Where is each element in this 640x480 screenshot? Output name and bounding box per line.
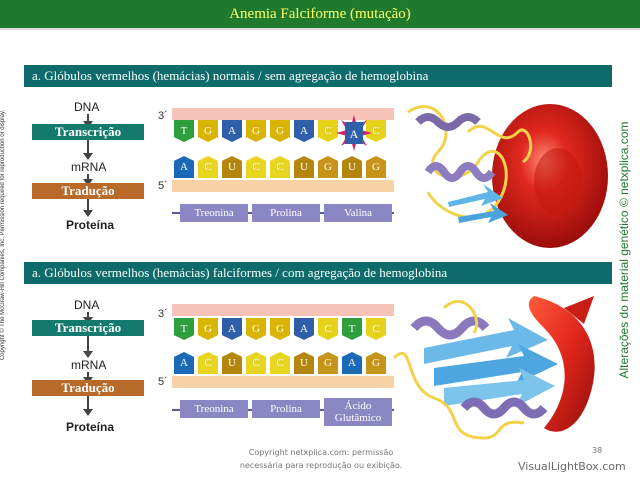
flow-arrow bbox=[83, 199, 93, 217]
dna-base: C bbox=[318, 318, 338, 340]
flow-arrow bbox=[83, 372, 93, 384]
mrna-base: U bbox=[294, 352, 314, 374]
five-prime-label: 5´ bbox=[158, 180, 168, 192]
left-copyright-text: Copyright © The McGraw-Hill Companies, I… bbox=[0, 109, 6, 361]
footer-copyright-line1: Copyright netxplica.com: permissão bbox=[248, 448, 394, 457]
dna-base: C bbox=[366, 318, 386, 340]
mrna-base: C bbox=[246, 156, 266, 178]
dna-base: G bbox=[198, 120, 218, 142]
mrna-backbone bbox=[172, 376, 394, 388]
amino-acid: Ácido Glutâmico bbox=[324, 398, 392, 426]
mutation-burst-icon: A bbox=[336, 115, 372, 151]
dna-base: C bbox=[318, 120, 338, 142]
mrna-base: G bbox=[318, 352, 338, 374]
footer-copyright-line2: necessária para reprodução ou exibição. bbox=[239, 461, 403, 470]
dna-backbone bbox=[172, 108, 394, 120]
left-copyright: Copyright © The McGraw-Hill Companies, I… bbox=[0, 80, 10, 390]
flow-transcription-box: Transcrição bbox=[32, 320, 144, 336]
five-prime-label: 5´ bbox=[158, 376, 168, 388]
title-divider bbox=[0, 28, 640, 30]
flow-dna-label: DNA bbox=[74, 298, 100, 312]
dna-base: A bbox=[222, 120, 242, 142]
mrna-base: C bbox=[270, 352, 290, 374]
mutation-base-letter: A bbox=[350, 127, 359, 141]
flow-arrow bbox=[83, 114, 93, 128]
flow-arrow bbox=[83, 312, 93, 324]
watermark: VisualLightBox.com bbox=[518, 460, 626, 473]
mrna-base: U bbox=[294, 156, 314, 178]
three-prime-label: 3´ bbox=[158, 110, 168, 122]
flow-translation-box: Tradução bbox=[32, 380, 144, 396]
flow-arrow bbox=[83, 140, 93, 160]
panel-heading-normal: a. Glóbulos vermelhos (hemácias) normais… bbox=[24, 65, 612, 87]
right-vertical-text: Alterações do material genético © netxpl… bbox=[617, 121, 631, 379]
mrna-base: U bbox=[222, 156, 242, 178]
amino-acid: Valina bbox=[324, 204, 392, 222]
right-vertical-credit: Alterações do material genético © netxpl… bbox=[612, 100, 636, 400]
dna-base: A bbox=[222, 318, 242, 340]
amino-acid: Prolina bbox=[252, 204, 320, 222]
mrna-base: A bbox=[174, 156, 194, 178]
flow-mrna-label: mRNA bbox=[71, 358, 107, 372]
dna-base: G bbox=[246, 120, 266, 142]
mrna-base: U bbox=[342, 156, 362, 178]
mrna-base: C bbox=[270, 156, 290, 178]
amino-acid: Prolina bbox=[252, 400, 320, 418]
footer-copyright: Copyright netxplica.com: permissão neces… bbox=[226, 446, 416, 472]
dna-base: A bbox=[294, 120, 314, 142]
dna-base: G bbox=[198, 318, 218, 340]
mrna-base: G bbox=[366, 352, 386, 374]
mrna-base: A bbox=[342, 352, 362, 374]
mrna-base: C bbox=[246, 352, 266, 374]
flow-transcription-box: Transcrição bbox=[32, 124, 144, 140]
mrna-backbone bbox=[172, 180, 394, 192]
flow-mrna-label: mRNA bbox=[71, 160, 107, 174]
mrna-base: A bbox=[174, 352, 194, 374]
flow-translation-box: Tradução bbox=[32, 183, 144, 199]
dna-base: G bbox=[270, 318, 290, 340]
mrna-base: C bbox=[198, 352, 218, 374]
page-number: 38 bbox=[592, 446, 603, 455]
amino-acid: Treonina bbox=[180, 400, 248, 418]
dna-base: A bbox=[294, 318, 314, 340]
dna-base: T bbox=[174, 120, 194, 142]
flow-dna-label: DNA bbox=[74, 100, 100, 114]
three-prime-label: 3´ bbox=[158, 308, 168, 320]
panel-heading-sickle: a. Glóbulos vermelhos (hemácias) falcifo… bbox=[24, 262, 612, 284]
flow-protein-label: Proteína bbox=[66, 420, 115, 434]
sickle-red-blood-cell-illustration bbox=[392, 296, 595, 440]
mrna-base: G bbox=[318, 156, 338, 178]
flow-arrow bbox=[83, 336, 93, 358]
flow-arrow bbox=[83, 174, 93, 186]
dna-base: T bbox=[342, 318, 362, 340]
dna-base: G bbox=[246, 318, 266, 340]
slide-title: Anemia Falciforme (mutação) bbox=[0, 0, 640, 28]
mrna-base: G bbox=[366, 156, 386, 178]
dna-backbone bbox=[172, 304, 394, 316]
flow-protein-label: Proteína bbox=[66, 218, 115, 232]
mrna-base: U bbox=[222, 352, 242, 374]
dna-base: G bbox=[270, 120, 290, 142]
mrna-base: C bbox=[198, 156, 218, 178]
flow-arrow bbox=[83, 396, 93, 416]
normal-red-blood-cell-illustration bbox=[407, 104, 608, 248]
amino-acid: Treonina bbox=[180, 204, 248, 222]
dna-base: C bbox=[366, 120, 386, 142]
dna-base: T bbox=[174, 318, 194, 340]
